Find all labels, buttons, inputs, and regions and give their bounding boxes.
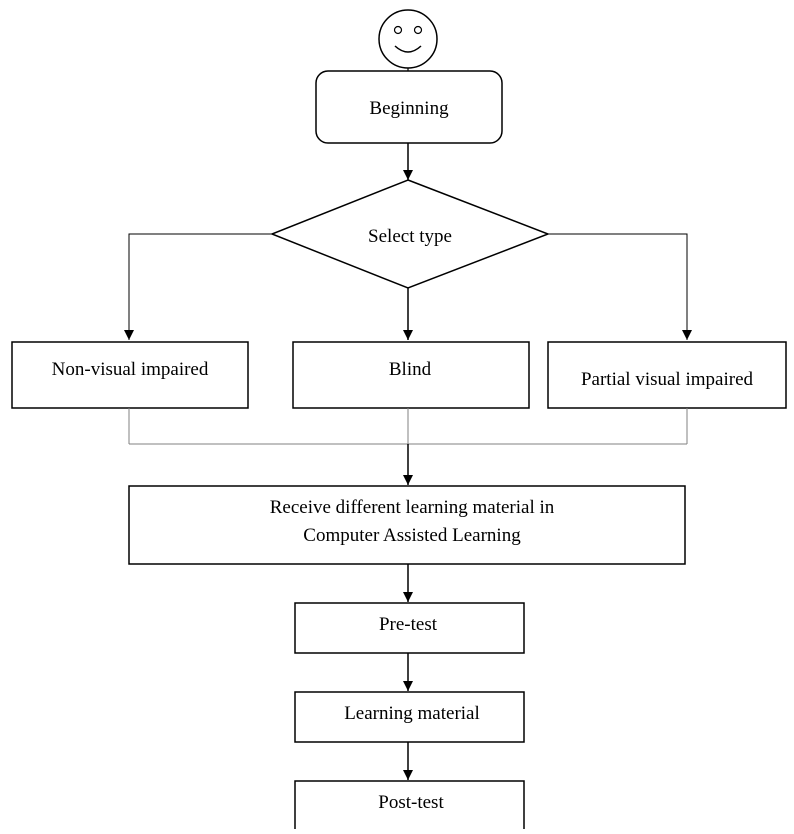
smiley-face-icon (378, 9, 438, 69)
posttest-label: Post-test (378, 792, 444, 813)
option-non-visual-node: Non-visual impaired (11, 341, 249, 409)
learning-material-node: Learning material (294, 691, 525, 743)
merge-connectors (128, 408, 688, 445)
option-partial-node: Partial visual impaired (547, 341, 787, 409)
beginning-label: Beginning (369, 98, 449, 119)
arrow-decision-partial (548, 233, 692, 340)
option-blind-node: Blind (292, 341, 530, 409)
receive-label-line2: Computer Assisted Learning (303, 525, 521, 546)
option-blind-label: Blind (389, 359, 432, 380)
option-partial-label: Partial visual impaired (581, 369, 754, 390)
decision-label: Select type (368, 226, 452, 247)
decision-node: Select type (269, 179, 551, 289)
learning-material-label: Learning material (344, 703, 480, 724)
receive-material-node: Receive different learning material in C… (128, 485, 686, 565)
receive-label-line1: Receive different learning material in (270, 497, 555, 518)
beginning-node: Beginning (315, 70, 503, 144)
pretest-node: Pre-test (294, 602, 525, 654)
pretest-label: Pre-test (379, 614, 438, 635)
posttest-node: Post-test (294, 780, 525, 834)
arrow-decision-non-visual (124, 233, 272, 340)
option-non-visual-label: Non-visual impaired (52, 359, 209, 380)
branch-connectors (124, 233, 692, 340)
